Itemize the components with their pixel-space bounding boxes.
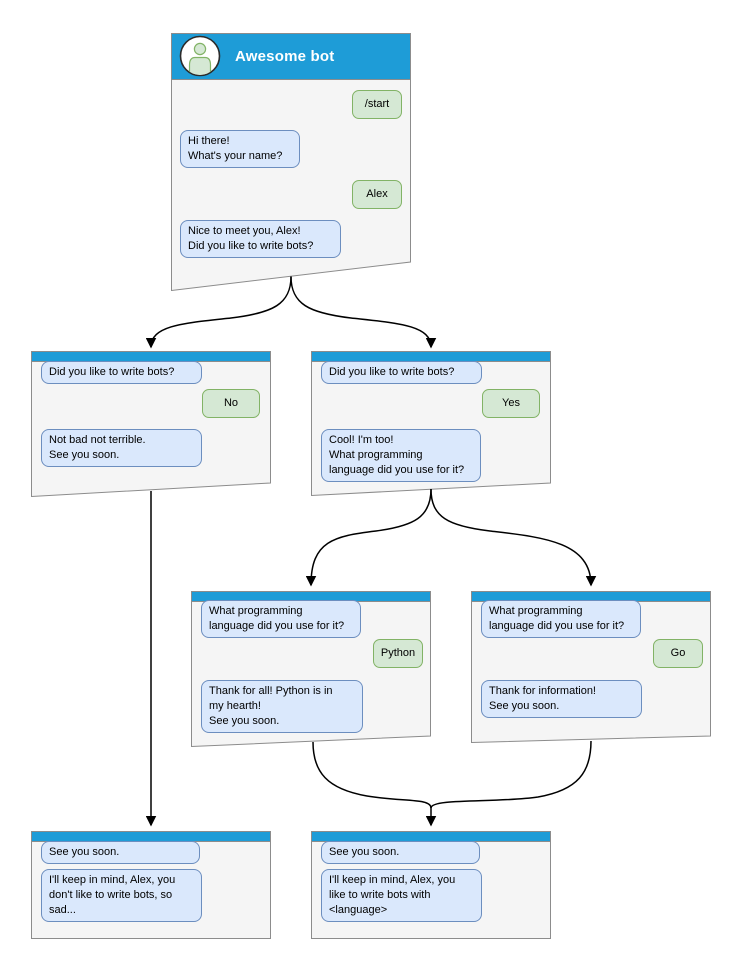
arrow-yes-to-go [430, 488, 597, 587]
arrow-python-to-end [312, 741, 432, 809]
arrow-go-to-end [430, 740, 592, 809]
bubble-user-answer-go: Go [653, 639, 703, 668]
bubble-bot-reply: Cool! I'm too! What programming language… [321, 429, 481, 482]
window-branch-python: What programming language did you use fo… [191, 591, 431, 747]
bubble-bot-reply: Not bad not terrible. See you soon. [41, 429, 202, 467]
bubble-bot-summary: I'll keep in mind, Alex, you don't like … [41, 869, 202, 922]
bubble-bot-goodbye: See you soon. [321, 841, 480, 864]
chat-title: Awesome bot [235, 47, 335, 65]
bubble-bot-summary: I'll keep in mind, Alex, you like to wri… [321, 869, 482, 922]
bubble-bot-question: Did you like to write bots? [41, 361, 202, 384]
window-end-yes: See you soon. I'll keep in mind, Alex, y… [311, 831, 551, 939]
bubble-bot-question: Did you like to write bots? [321, 361, 482, 384]
bubble-user-answer-no: No [202, 389, 260, 418]
bubble-user-answer-python: Python [373, 639, 423, 668]
bubble-user-answer-yes: Yes [482, 389, 540, 418]
window-branch-yes: Did you like to write bots? Yes Cool! I'… [311, 351, 551, 497]
bubble-bot-reply: Thank for information! See you soon. [481, 680, 642, 718]
bot-avatar-icon [179, 35, 221, 77]
bubble-bot-greeting: Hi there! What's your name? [180, 130, 300, 168]
bubble-bot-goodbye: See you soon. [41, 841, 200, 864]
bubble-user-start-command: /start [352, 90, 402, 119]
arrow-yes-to-python [305, 488, 432, 587]
bubble-bot-question: What programming language did you use fo… [201, 600, 361, 638]
chat-titlebar: Awesome bot [171, 33, 411, 79]
bubble-user-name: Alex [352, 180, 402, 209]
bubble-bot-question: What programming language did you use fo… [481, 600, 641, 638]
bubble-bot-question: Nice to meet you, Alex! Did you like to … [180, 220, 341, 258]
window-branch-no: Did you like to write bots? No Not bad n… [31, 351, 271, 497]
window-end-no: See you soon. I'll keep in mind, Alex, y… [31, 831, 271, 939]
bubble-bot-reply: Thank for all! Python is in my hearth! S… [201, 680, 363, 733]
window-main-chat: Awesome bot /start Hi there! What's your… [171, 33, 411, 291]
window-branch-go: What programming language did you use fo… [471, 591, 711, 743]
